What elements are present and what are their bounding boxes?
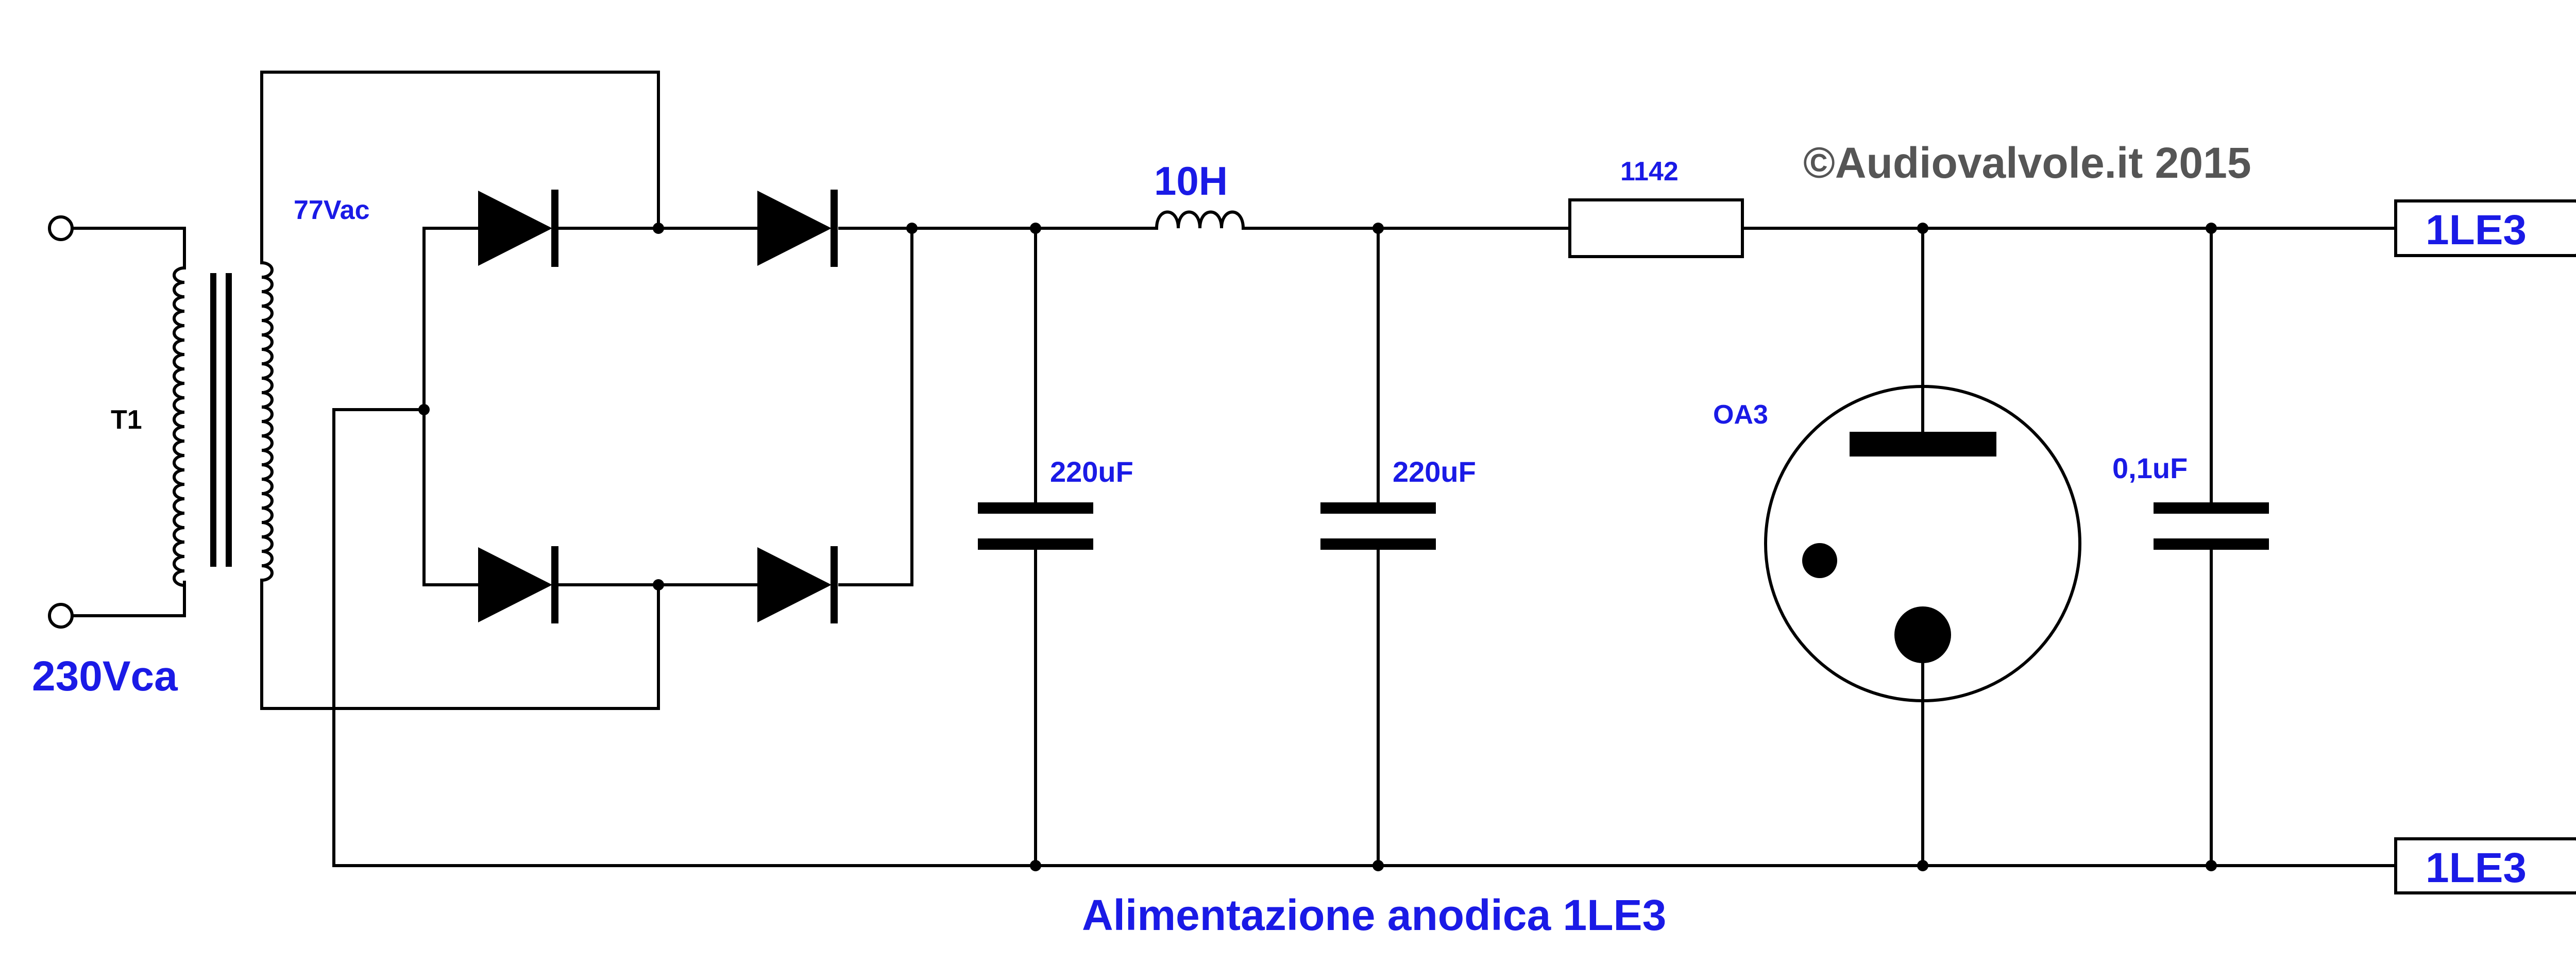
capacitor-c1-label: 220uF bbox=[1050, 455, 1133, 488]
output-connector-top bbox=[2394, 199, 2576, 257]
resistor-label: 1142 bbox=[1620, 157, 1679, 187]
secondary-winding bbox=[260, 261, 274, 582]
choke-label: 10H bbox=[1154, 158, 1228, 204]
output-label-bottom: 1LE3 bbox=[2426, 844, 2527, 891]
choke-10h bbox=[1155, 210, 1245, 230]
capacitor-c2 bbox=[1320, 227, 1436, 867]
bridge-rectifier bbox=[418, 190, 918, 623]
diode-d2 bbox=[757, 190, 838, 267]
capacitor-c3 bbox=[2154, 227, 2269, 867]
resistor-1142 bbox=[1568, 198, 1744, 258]
transformer-label: T1 bbox=[111, 405, 142, 435]
ground-rail bbox=[332, 715, 2397, 871]
diode-d3 bbox=[478, 546, 558, 623]
copyright-label: ©Audiovalvole.it 2015 bbox=[1803, 139, 2251, 187]
diode-d4 bbox=[757, 546, 838, 623]
input-terminals bbox=[48, 215, 186, 629]
capacitor-c3-label: 0,1uF bbox=[2112, 452, 2188, 484]
transformer-t1 bbox=[173, 71, 660, 718]
diagram-title: Alimentazione anodica 1LE3 bbox=[1082, 891, 1666, 939]
input-voltage-label: 230Vca bbox=[32, 653, 178, 700]
positive-rail bbox=[910, 223, 2397, 234]
transformer-core-left bbox=[210, 273, 216, 567]
primary-winding bbox=[173, 266, 187, 587]
secondary-voltage-label: 77Vac bbox=[294, 195, 370, 225]
tube-oa3 bbox=[1764, 227, 2081, 867]
transformer-core-right bbox=[226, 273, 232, 567]
capacitor-c2-label: 220uF bbox=[1393, 455, 1476, 488]
diode-d1 bbox=[478, 190, 558, 267]
output-label-top: 1LE3 bbox=[2426, 207, 2527, 254]
capacitor-c1 bbox=[978, 227, 1093, 867]
tube-label: OA3 bbox=[1713, 400, 1768, 430]
output-connector-bottom bbox=[2394, 837, 2576, 894]
